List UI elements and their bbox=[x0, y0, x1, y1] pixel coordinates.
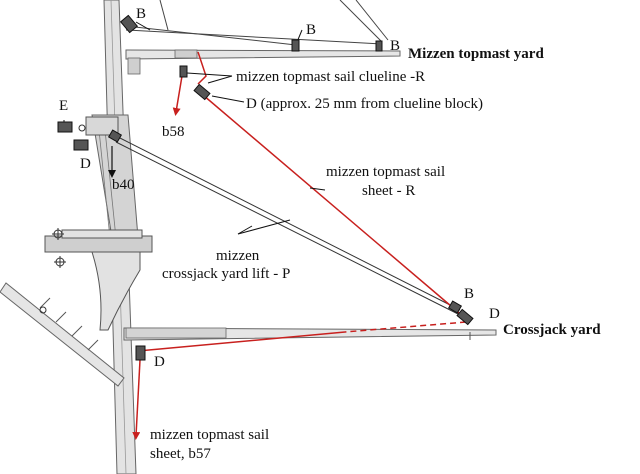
crossjack-yard bbox=[123, 327, 497, 341]
crossjack-yard-lift bbox=[115, 135, 461, 315]
block-label-d-crossjack-mast: D bbox=[154, 354, 165, 370]
mizzen-topmast-yard bbox=[125, 49, 401, 75]
sheet-label-line2: sheet - R bbox=[362, 183, 416, 199]
b40-label: b40 bbox=[112, 177, 135, 193]
block-label-b-mast-head: B bbox=[136, 6, 147, 22]
block-label-e: E bbox=[59, 98, 69, 114]
d-note-label: D (approx. 25 mm from clueline block) bbox=[246, 96, 484, 112]
block-lift-head bbox=[107, 129, 123, 143]
block-b-yard-end bbox=[375, 40, 383, 52]
block-label-b-yard-mid: B bbox=[306, 22, 317, 38]
clueline-label: mizzen topmast sail clueline -R bbox=[236, 69, 426, 85]
b58-label: b58 bbox=[162, 124, 185, 140]
block-label-d-mast: D bbox=[80, 156, 91, 172]
block-b-crossjack bbox=[447, 300, 463, 314]
block-d-crossjack bbox=[456, 308, 474, 326]
block-e bbox=[57, 121, 73, 133]
block-label-b-yard-end: B bbox=[390, 38, 401, 54]
fitting-marks bbox=[39, 124, 86, 314]
block-label-b-crossjack: B bbox=[464, 286, 475, 302]
block-d-yard bbox=[193, 83, 211, 101]
sheet-label-line1: mizzen topmast sail bbox=[326, 164, 446, 180]
mizzen-topmast-yard-label: Mizzen topmast yard bbox=[408, 46, 544, 62]
block-d-crossjack-mast bbox=[135, 345, 146, 361]
lift-label-line2: crossjack yard lift - P bbox=[162, 266, 291, 282]
bottom-sheet-label-line2: sheet, b57 bbox=[150, 446, 211, 462]
block-b-mast-head bbox=[119, 14, 139, 34]
block-label-d-crossjack: D bbox=[489, 306, 500, 322]
callout-leaders bbox=[63, 21, 326, 235]
block-d-mast-top bbox=[73, 139, 89, 151]
crossjack-yard-label: Crossjack yard bbox=[503, 322, 601, 338]
block-clueline bbox=[179, 65, 188, 78]
sail-edge-lines bbox=[125, 0, 389, 46]
mizzen-gaff bbox=[0, 282, 125, 387]
lift-label-line1: mizzen bbox=[216, 248, 260, 264]
bottom-sheet-label-line1: mizzen topmast sail bbox=[150, 427, 270, 443]
block-b-yard-mid bbox=[291, 39, 300, 52]
mizzen-top-platform bbox=[44, 116, 153, 331]
block-icons bbox=[57, 14, 474, 361]
